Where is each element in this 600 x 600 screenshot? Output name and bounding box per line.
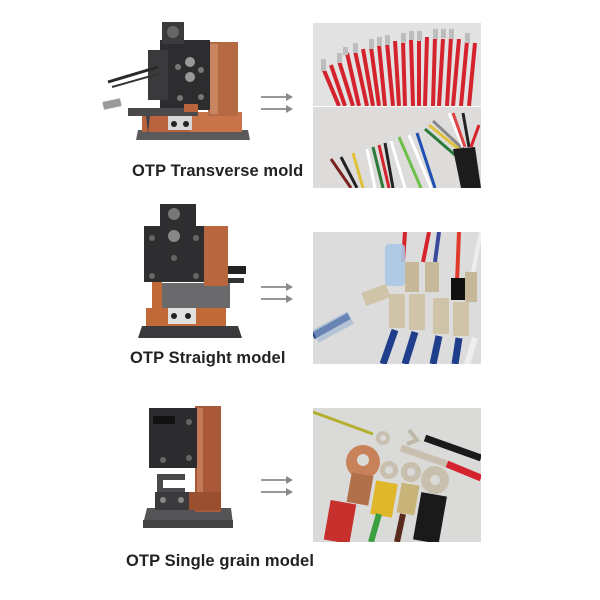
caption-single-grain-model: OTP Single grain model <box>126 552 315 570</box>
double-right-arrow-icon <box>260 281 294 307</box>
machine-image-transverse <box>98 12 253 142</box>
result-photo-red-wires <box>313 23 481 106</box>
result-photo-spade-terminals <box>313 232 481 364</box>
caption-transverse-mold: OTP Transverse mold <box>132 162 304 180</box>
double-right-arrow-icon <box>260 91 294 117</box>
result-photo-multicolor-cable <box>313 107 481 188</box>
machine-image-single-grain <box>143 402 235 532</box>
result-photo-ring-terminals <box>313 408 481 542</box>
caption-straight-model: OTP Straight model <box>130 349 286 367</box>
machine-image-straight <box>138 198 248 340</box>
double-right-arrow-icon <box>260 474 294 500</box>
